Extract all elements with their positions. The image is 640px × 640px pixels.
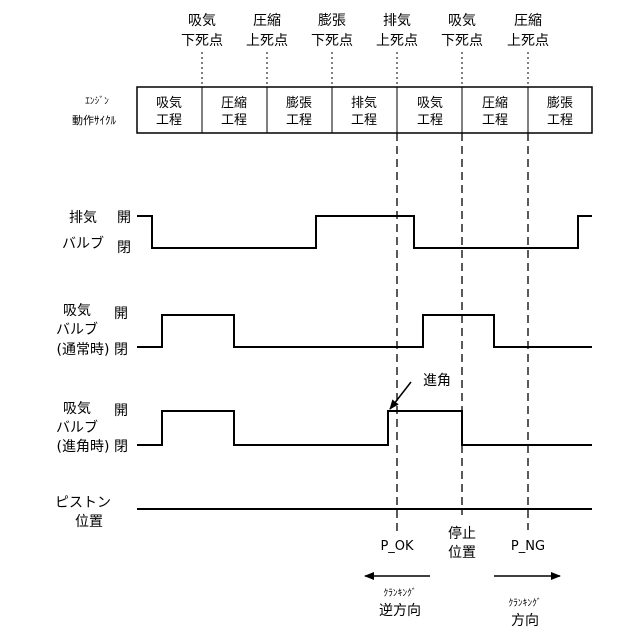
intake-normal-open-label: 開: [114, 306, 128, 322]
intake-normal-label-line3: (通常時): [57, 342, 110, 358]
top-label-5-line1: 吸気: [448, 13, 476, 29]
top-label-6-line2: 上死点: [507, 33, 549, 49]
intake-advanced-closed-label: 閉: [114, 439, 128, 455]
advance-label: 進角: [423, 373, 451, 389]
stroke-5-line1: 吸気: [417, 95, 443, 111]
stroke-6-line2: 工程: [482, 113, 508, 128]
stroke-2-line2: 工程: [221, 113, 247, 128]
dashed-guides: [397, 133, 528, 532]
stroke-3-line2: 工程: [286, 113, 312, 128]
stroke-2-line1: 圧縮: [221, 95, 247, 111]
stop-position-line2: 位置: [448, 545, 476, 561]
exhaust-open-label: 開: [117, 210, 131, 226]
intake-normal-label-line2: バルブ: [56, 321, 98, 338]
stroke-1-line2: 工程: [156, 113, 182, 128]
top-label-4-line1: 排気: [383, 13, 411, 29]
top-label-1-line2: 下死点: [181, 33, 223, 49]
reverse-cranking-line2: 逆方向: [379, 603, 421, 619]
top-label-3-line2: 下死点: [311, 33, 353, 49]
cranking-line1: ｸﾗﾝｷﾝｸﾞ: [508, 598, 541, 609]
intake-normal-label-line1: 吸気: [63, 303, 91, 319]
stop-position-line1: 停止: [448, 525, 476, 542]
engine-cycle-label-line1: ｴﾝｼﾞﾝ: [85, 96, 109, 107]
top-label-5-line2: 下死点: [441, 33, 483, 49]
top-label-1-line1: 吸気: [188, 13, 216, 29]
piston-label-line2: 位置: [75, 514, 103, 530]
stroke-7-line2: 工程: [547, 113, 573, 128]
stroke-6-line1: 圧縮: [482, 95, 508, 111]
stroke-labels: 吸気 工程 圧縮 工程 膨張 工程 排気 工程 吸気 工程 圧縮 工程 膨張 工…: [156, 95, 573, 128]
p-ng-label: P_NG: [511, 539, 545, 554]
exhaust-closed-label: 閉: [117, 240, 131, 256]
stroke-4-line2: 工程: [351, 113, 377, 128]
intake-advanced-waveform: [137, 411, 592, 445]
intake-advanced-label-line1: 吸気: [63, 401, 91, 417]
engine-cycle-label-line2: 動作ｻｲｸﾙ: [72, 113, 116, 127]
reverse-cranking-line1: ｸﾗﾝｷﾝｸﾞ: [383, 588, 416, 599]
stroke-1-line1: 吸気: [156, 95, 182, 111]
piston-label-line1: ピストン: [55, 495, 111, 511]
top-label-3-line1: 膨張: [318, 12, 346, 29]
advance-arrow: [390, 382, 411, 409]
top-label-4-line2: 上死点: [376, 33, 418, 49]
p-ok-label: P_OK: [380, 539, 414, 554]
intake-advanced-label-line3: (進角時): [57, 439, 110, 455]
tdc-bdc-labels: 吸気 下死点 圧縮 上死点 膨張 下死点 排気 上死点 吸気 下死点 圧縮 上死…: [181, 12, 549, 49]
stroke-5-line2: 工程: [417, 113, 443, 128]
cranking-line2: 方向: [511, 613, 539, 629]
top-label-2-line1: 圧縮: [253, 13, 281, 29]
intake-advanced-open-label: 開: [114, 403, 128, 419]
exhaust-valve-label-line1: 排気: [69, 210, 97, 226]
exhaust-valve-waveform: [137, 216, 592, 248]
intake-normal-closed-label: 閉: [114, 342, 128, 358]
dotted-guides: [202, 52, 528, 87]
top-label-6-line1: 圧縮: [514, 13, 542, 29]
exhaust-valve-label-line2: バルブ: [62, 235, 104, 252]
intake-normal-waveform: [137, 315, 592, 347]
top-label-2-line2: 上死点: [246, 33, 288, 49]
stroke-7-line1: 膨張: [547, 96, 573, 111]
stroke-4-line1: 排気: [351, 95, 377, 111]
stroke-3-line1: 膨張: [286, 96, 312, 111]
intake-advanced-label-line2: バルブ: [56, 419, 98, 436]
